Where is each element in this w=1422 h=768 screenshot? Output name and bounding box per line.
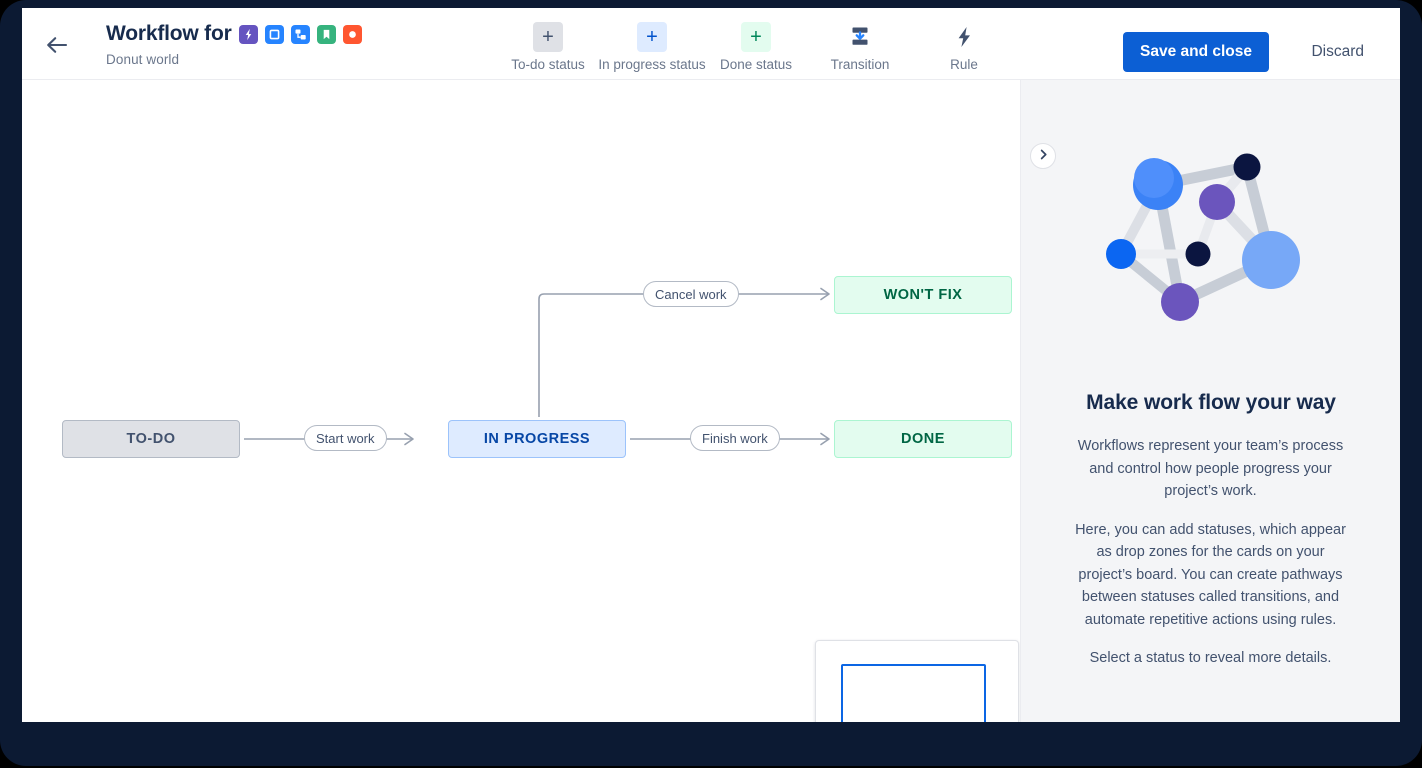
transition-label-finish-work[interactable]: Finish work xyxy=(690,425,780,451)
story-icon xyxy=(316,24,336,44)
app-header: Workflow for xyxy=(22,8,1400,80)
add-inprogress-status-button[interactable]: + In progress status xyxy=(598,16,706,72)
discard-button[interactable]: Discard xyxy=(1301,32,1374,72)
toolbar-label-transition: Transition xyxy=(830,57,890,72)
status-node-done[interactable]: DONE xyxy=(834,420,1012,458)
epic-icon xyxy=(238,24,258,44)
panel-toggle-button[interactable] xyxy=(1030,143,1056,169)
workflow-canvas[interactable]: TO-DO IN PROGRESS DONE WON'T FIX Start w… xyxy=(22,80,1020,722)
toolbar-label-inprogress: In progress status xyxy=(598,57,706,72)
transition-label-start-work[interactable]: Start work xyxy=(304,425,387,451)
plus-icon: + xyxy=(533,22,563,52)
panel-paragraph-1: Workflows represent your team’s process … xyxy=(1077,438,1344,499)
chevron-right-icon xyxy=(1038,147,1049,165)
plus-icon: + xyxy=(741,22,771,52)
task-icon xyxy=(264,24,284,44)
panel-title: Make work flow your way xyxy=(1086,391,1336,414)
title-block: Workflow for xyxy=(106,19,362,67)
bug-icon xyxy=(342,24,362,44)
toolbar-label-rule: Rule xyxy=(950,57,978,72)
workflow-edges xyxy=(244,287,830,446)
add-todo-status-button[interactable]: + To-do status xyxy=(496,16,600,72)
panel-body: Workflows represent your team’s process … xyxy=(1073,435,1349,670)
panel-paragraph-2: Here, you can add statuses, which appear… xyxy=(1075,521,1346,628)
back-button[interactable] xyxy=(40,28,74,62)
save-and-close-button[interactable]: Save and close xyxy=(1122,32,1269,72)
minimap-viewport[interactable] xyxy=(841,664,986,722)
page-title: Workflow for xyxy=(106,22,232,45)
arrow-left-icon xyxy=(46,36,68,54)
page-subtitle: Donut world xyxy=(106,52,180,67)
panel-paragraph-3: Select a status to reveal more details. xyxy=(1089,650,1332,666)
subtask-icon xyxy=(290,24,310,44)
add-rule-button[interactable]: Rule xyxy=(912,16,1016,72)
plus-icon: + xyxy=(637,22,667,52)
title-row: Workflow for xyxy=(106,19,362,49)
transition-icon xyxy=(845,22,875,52)
toolbar: + To-do status + In progress status + Do… xyxy=(496,16,1016,78)
info-panel: Make work flow your way Workflows repres… xyxy=(1020,80,1400,722)
rule-lightning-icon xyxy=(949,22,979,52)
status-node-todo[interactable]: TO-DO xyxy=(62,420,240,458)
status-node-wont-fix[interactable]: WON'T FIX xyxy=(834,276,1012,314)
toolbar-label-done: Done status xyxy=(719,57,793,72)
network-nodes-illustration xyxy=(1105,153,1300,321)
toolbar-label-todo: To-do status xyxy=(511,57,585,72)
transition-label-cancel-work[interactable]: Cancel work xyxy=(643,281,739,307)
workflow-editor-app: Workflow for xyxy=(22,8,1400,722)
add-done-status-button[interactable]: + Done status xyxy=(704,16,808,72)
minimap[interactable] xyxy=(815,640,1019,722)
add-transition-button[interactable]: Transition xyxy=(808,16,912,72)
status-node-in-progress[interactable]: IN PROGRESS xyxy=(448,420,626,458)
